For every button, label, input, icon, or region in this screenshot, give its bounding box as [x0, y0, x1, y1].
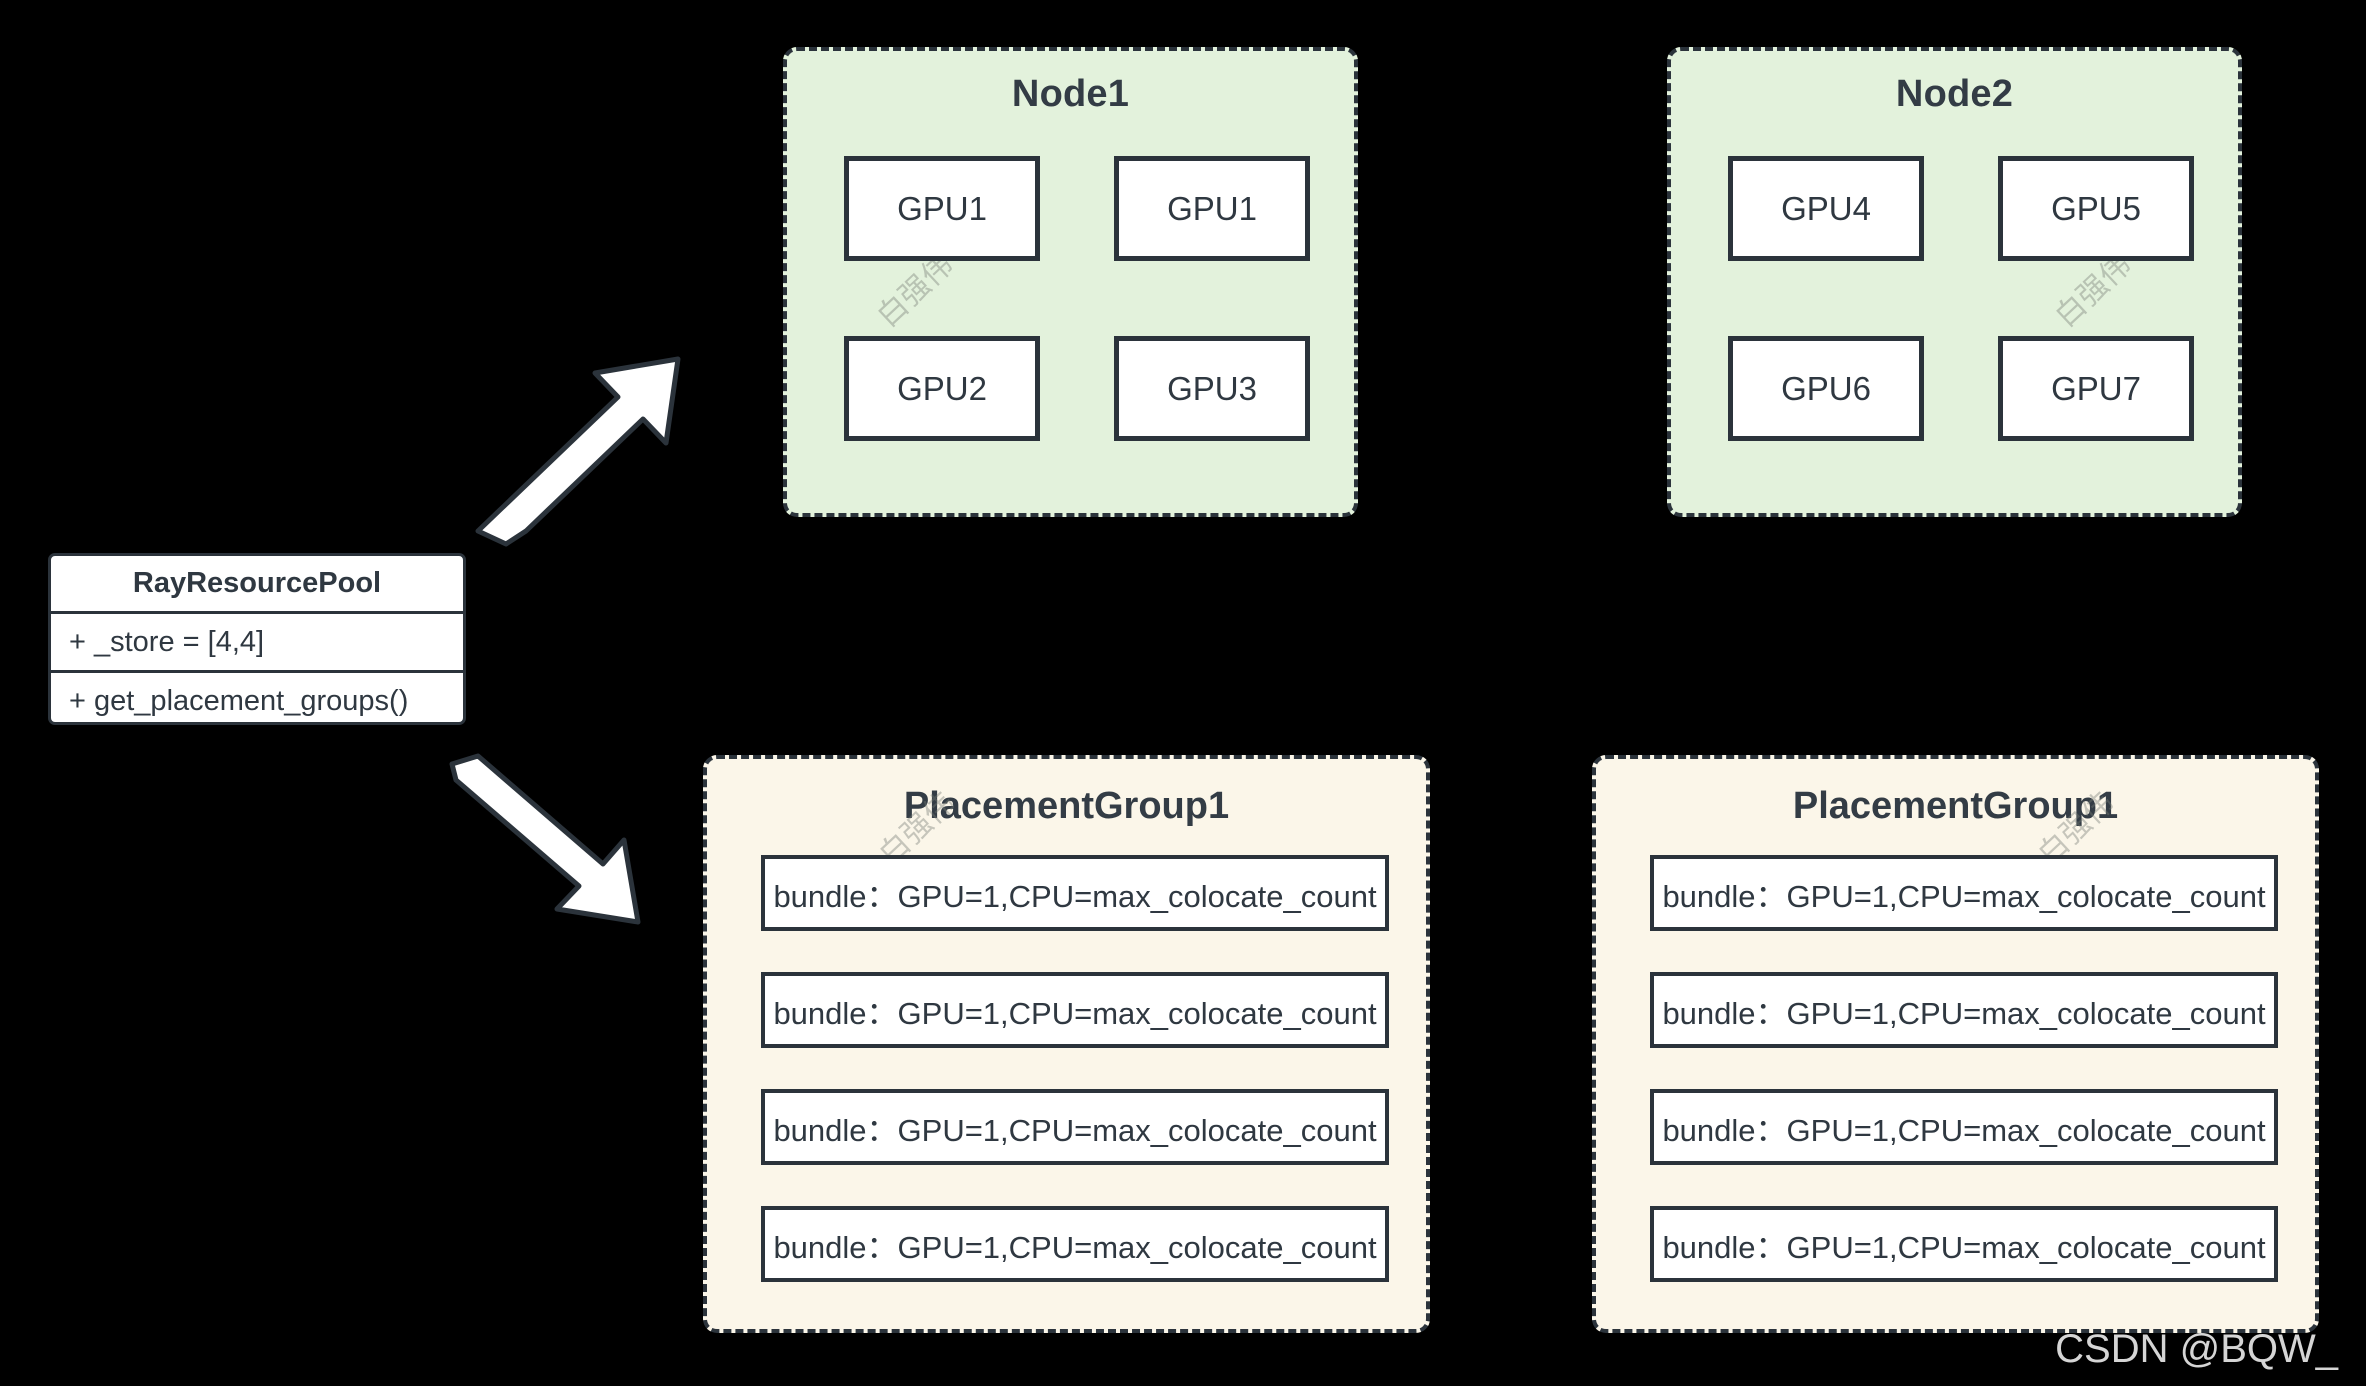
- node-title-2: Node2: [1895, 73, 2014, 115]
- node-box-1[interactable]: Node1 白强伟 GPU1 GPU1 GPU2 GPU3: [783, 47, 1358, 517]
- bundle-box[interactable]: bundle：GPU=1,CPU=max_colocate_count: [1650, 1089, 2278, 1165]
- bundle-box[interactable]: bundle：GPU=1,CPU=max_colocate_count: [761, 1206, 1389, 1282]
- placement-group-box-2[interactable]: PlacementGroup1 白强伟 bundle：GPU=1,CPU=max…: [1592, 755, 2319, 1333]
- bundle-box[interactable]: bundle：GPU=1,CPU=max_colocate_count: [1650, 972, 2278, 1048]
- ray-resource-pool-class-box[interactable]: RayResourcePool + _store = [4,4] + get_p…: [48, 553, 466, 725]
- gpu-box[interactable]: GPU1: [1114, 156, 1310, 261]
- placement-group-box-1[interactable]: PlacementGroup1 白强伟 bundle：GPU=1,CPU=max…: [703, 755, 1430, 1333]
- gpu-box[interactable]: GPU2: [844, 336, 1040, 441]
- gpu-box[interactable]: GPU3: [1114, 336, 1310, 441]
- gpu-box[interactable]: GPU4: [1728, 156, 1924, 261]
- gpu-box[interactable]: GPU1: [844, 156, 1040, 261]
- class-title: RayResourcePool: [51, 556, 463, 614]
- node-box-2[interactable]: Node2 白强伟 GPU4 GPU5 GPU6 GPU7: [1667, 47, 2242, 517]
- node-title-1: Node1: [1011, 73, 1130, 115]
- class-attribute-store: + _store = [4,4]: [51, 614, 463, 673]
- bundle-box[interactable]: bundle：GPU=1,CPU=max_colocate_count: [1650, 1206, 2278, 1282]
- bundle-box[interactable]: bundle：GPU=1,CPU=max_colocate_count: [761, 1089, 1389, 1165]
- gpu-box[interactable]: GPU7: [1998, 336, 2194, 441]
- bundle-box[interactable]: bundle：GPU=1,CPU=max_colocate_count: [761, 972, 1389, 1048]
- placement-group-title-1: PlacementGroup1: [903, 785, 1230, 827]
- csdn-watermark: CSDN @BQW_: [2055, 1327, 2338, 1371]
- bundle-box[interactable]: bundle：GPU=1,CPU=max_colocate_count: [761, 855, 1389, 931]
- arrow-to-placement-groups-icon: [449, 753, 641, 925]
- gpu-box[interactable]: GPU6: [1728, 336, 1924, 441]
- arrow-to-nodes-icon: [475, 356, 681, 547]
- placement-group-title-2: PlacementGroup1: [1792, 785, 2119, 827]
- bundle-box[interactable]: bundle：GPU=1,CPU=max_colocate_count: [1650, 855, 2278, 931]
- class-method-get-placement-groups: + get_placement_groups(): [69, 685, 409, 717]
- gpu-box[interactable]: GPU5: [1998, 156, 2194, 261]
